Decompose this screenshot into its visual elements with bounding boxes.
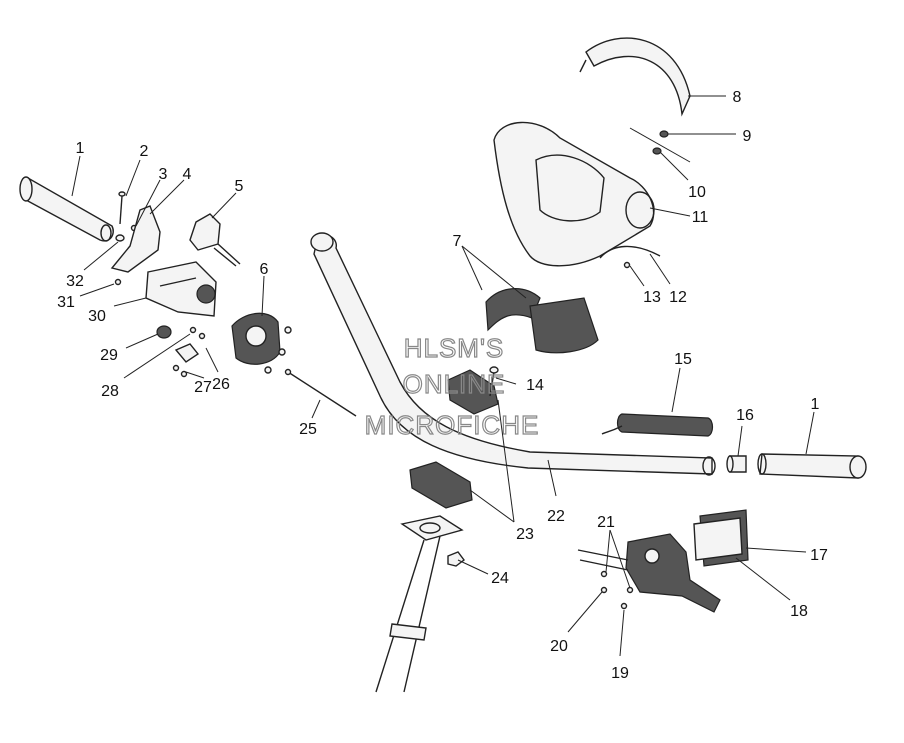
- cable-rod-25: [284, 368, 357, 417]
- watermark-line-1: HLSM'S: [404, 333, 505, 363]
- callout-11: 11: [692, 209, 709, 226]
- watermark: HLSM'S ONLINE MICROFICHE: [364, 332, 540, 440]
- handguard-7: [485, 288, 599, 354]
- callout-13: 13: [643, 289, 661, 306]
- callout-31: 31: [57, 294, 75, 311]
- callout-9: 9: [743, 128, 752, 145]
- callout-6: 6: [260, 261, 269, 278]
- callout-17: 17: [810, 547, 828, 564]
- callout-4: 4: [183, 166, 192, 183]
- callout-15: 15: [674, 351, 692, 368]
- callout-29: 29: [100, 347, 118, 364]
- callout-16: 16: [736, 407, 754, 424]
- brake-lever-assembly: [577, 533, 721, 613]
- callout-25: 25: [299, 421, 317, 438]
- clamp-23-upper: [447, 369, 499, 415]
- callout-10: 10: [688, 184, 706, 201]
- callout-7: 7: [453, 233, 462, 250]
- switch-housing-17-18: [693, 509, 749, 567]
- callout-21: 21: [597, 514, 615, 531]
- callout-14: 14: [526, 377, 544, 394]
- callout-1-right: 1: [811, 396, 820, 413]
- parts-drawing: [19, 37, 867, 693]
- callout-2: 2: [140, 143, 149, 160]
- callout-23: 23: [516, 526, 534, 543]
- clamp-23-lower: [409, 461, 473, 509]
- callout-3: 3: [159, 166, 168, 183]
- throttle-housing-6: [231, 312, 292, 374]
- callout-30: 30: [88, 308, 106, 325]
- screw-19: [620, 602, 628, 610]
- wire-12: [599, 245, 661, 259]
- left-grip: [19, 176, 114, 242]
- callout-19: 19: [611, 665, 629, 682]
- callout-labels: 1 2 3 4 5 6 7 8 9 10 11 12 13 14 15 16 1…: [57, 89, 828, 682]
- screw-13: [623, 261, 631, 269]
- callout-27: 27: [194, 379, 212, 396]
- screw-28: [189, 326, 197, 334]
- handlebar-22: [310, 232, 716, 476]
- hood-11: [493, 121, 655, 267]
- screw-21b: [626, 586, 634, 594]
- nut-9: [659, 130, 669, 138]
- bracket-4: [110, 205, 161, 273]
- nut-24: [447, 551, 465, 567]
- bracket-8: [579, 37, 691, 117]
- screw-21a: [600, 570, 608, 578]
- screw-27b: [180, 370, 188, 378]
- screw-27a: [172, 364, 180, 372]
- cover-plate-26: [174, 343, 200, 363]
- callout-22: 22: [547, 508, 565, 525]
- switch-5: [189, 213, 241, 267]
- bolt-14: [489, 366, 499, 397]
- grip-15: [601, 413, 714, 437]
- pin-31: [114, 278, 122, 286]
- callout-28: 28: [101, 383, 119, 400]
- leader-lines: [71, 95, 815, 657]
- washer-10: [652, 147, 662, 155]
- watermark-line-2: ONLINE: [403, 369, 506, 399]
- callout-26: 26: [212, 376, 230, 393]
- screw-20: [600, 586, 608, 594]
- callout-32: 32: [66, 273, 84, 290]
- callout-18: 18: [790, 603, 808, 620]
- right-grip: [757, 453, 867, 479]
- knob-29: [156, 325, 172, 339]
- steering-post: [375, 515, 464, 693]
- callout-20: 20: [550, 638, 568, 655]
- housing-30: [145, 261, 217, 317]
- callout-1-left: 1: [76, 140, 85, 157]
- watermark-line-3: MICROFICHE: [365, 410, 540, 440]
- screw-27c: [198, 332, 206, 340]
- washer-32: [115, 234, 125, 242]
- callout-12: 12: [669, 289, 687, 306]
- plug-16: [726, 455, 747, 473]
- callout-24: 24: [491, 570, 509, 587]
- bolt-2: [118, 191, 126, 225]
- callout-8: 8: [733, 89, 742, 106]
- callout-5: 5: [235, 178, 244, 195]
